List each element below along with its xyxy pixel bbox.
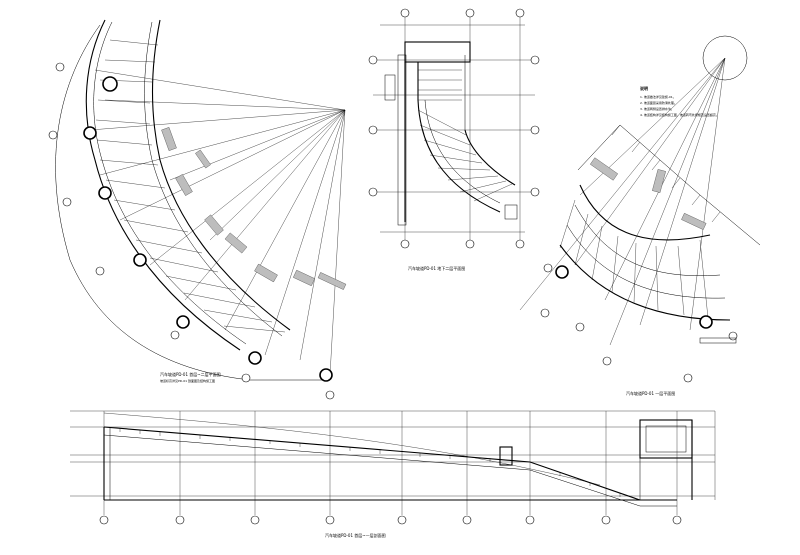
wall-blocks-right: [589, 157, 707, 230]
notes-line-2: 2. 坡道面层采用防滑处理。: [640, 100, 677, 105]
plan-top-middle: 汽车坡道PD-01 地下二层平面图: [368, 8, 540, 271]
ramp-outer-arc: [55, 24, 330, 381]
notes-line-3: 3. 坡道两侧设置排水沟。: [640, 106, 674, 111]
grid-bubbles-middle: [368, 8, 540, 249]
notes-line-1: 1. 坡道做法详见建施-01。: [640, 94, 676, 99]
centre-circle: [702, 35, 748, 81]
ramp-hatching: [95, 39, 286, 333]
notes-line-4: 4. 坡道结构详见结构施工图，坡道转弯处按规范设置超高。: [640, 112, 719, 117]
subcaption-top-left: 坡道标高详见PD-01 剖面图及结构施工图: [160, 378, 215, 383]
grid-bubbles-section: [99, 515, 682, 525]
grid-bubbles-left: [48, 62, 335, 400]
wall-blocks: [161, 127, 347, 290]
plan-top-left: 汽车坡道PD-01 首层~二层平面图 坡道标高详见PD-01 剖面图及结构施工图: [48, 19, 347, 400]
ramp-band-inner: [151, 19, 291, 331]
grid-bubbles-right: [540, 263, 738, 383]
radial-rays: [89, 69, 346, 376]
caption-top-middle: 汽车坡道PD-01 地下二层平面图: [408, 265, 465, 271]
ramp-slope-upper: [103, 426, 677, 501]
plan-top-right: 说明 1. 坡道做法详见建施-01。 2. 坡道面层采用防滑处理。 3. 坡道两…: [519, 35, 761, 396]
ramp-band-outer: [85, 19, 241, 351]
rays-right: [519, 57, 726, 346]
section-bottom: 汽车坡道PD-01 首层~一层剖面图: [70, 410, 716, 538]
caption-top-right: 汽车坡道PD-01 一层平面图: [626, 390, 675, 396]
ramp-slope-lower: [103, 434, 677, 507]
notes-title: 说明: [640, 85, 648, 91]
caption-top-left: 汽车坡道PD-01 首层~二层平面图: [160, 371, 221, 377]
caption-section: 汽车坡道PD-01 首层~一层剖面图: [325, 532, 386, 538]
